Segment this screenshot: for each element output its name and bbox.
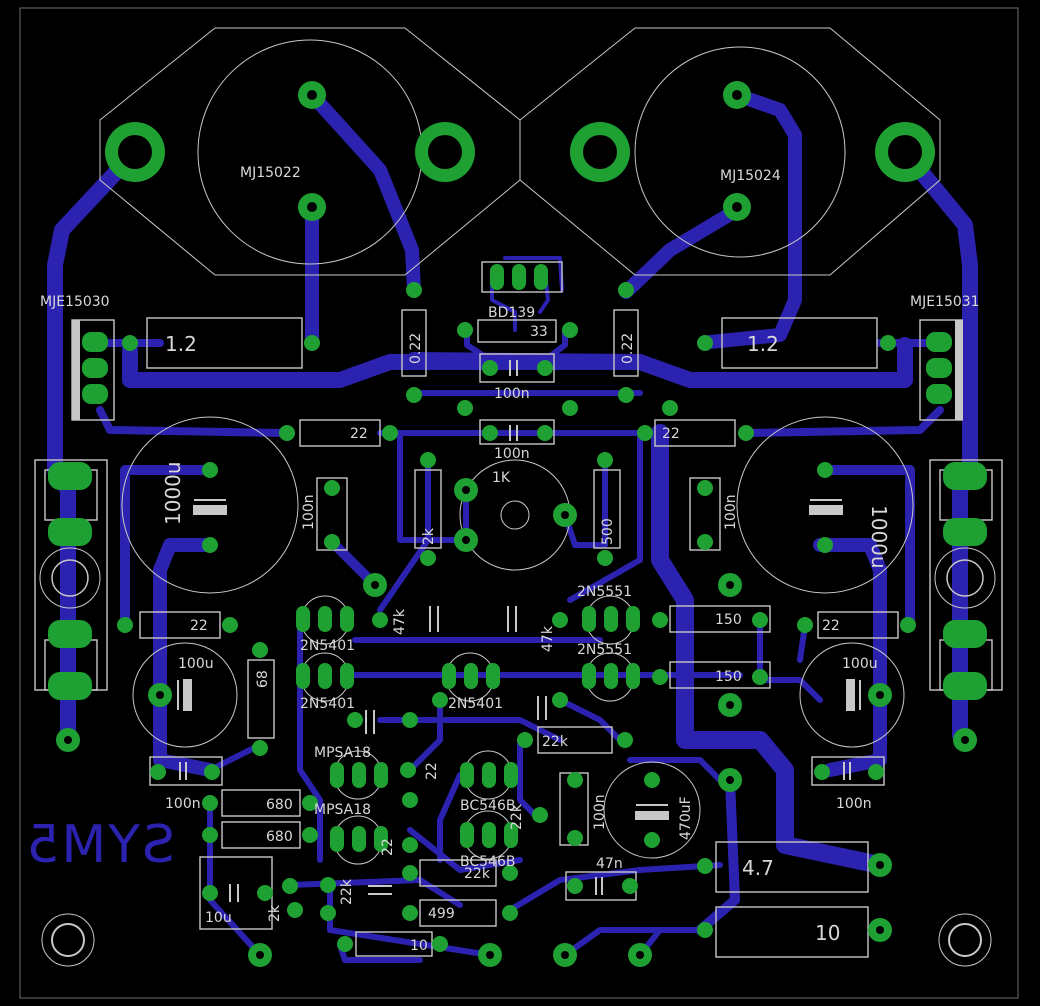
label-22k-right: 22k [542,734,569,750]
label-022-left: 0.22 [408,333,424,364]
label-mje15030: MJE15030 [40,294,110,310]
label-680-top: 680 [266,797,293,813]
label-1r2-right: 1.2 [747,332,779,356]
label-mj15024: MJ15024 [720,168,781,184]
label-100n-left-vert: 100n [301,494,317,530]
board-signature: SYM5 [24,815,175,875]
label-bc546b-top: BC546B [460,798,515,814]
label-22-vert-a: 22 [424,762,440,780]
label-47k-right: 47k [540,625,556,652]
label-22-vert-b: 22 [380,838,396,856]
label-47n: 47n [596,856,623,872]
label-mje15031: MJE15031 [910,294,980,310]
label-100n-center-vert: 100n [592,794,608,830]
label-22-left-mid: 22 [190,618,208,634]
label-1000u-left: 1000u [161,461,185,525]
label-2n5551-top: 2N5551 [577,584,632,600]
label-2n5401-top: 2N5401 [300,638,355,654]
label-100u-right: 100u [842,656,878,672]
label-68: 68 [255,670,271,688]
label-2n5401-center: 2N5401 [448,696,503,712]
label-10-small: 10 [410,938,428,954]
label-mpsa18-bottom: MPSA18 [314,802,371,818]
label-100n-left-low: 100n [165,796,201,812]
label-150-bottom: 150 [715,669,742,685]
label-mpsa18-top: MPSA18 [314,745,371,761]
label-100n-right-low: 100n [836,796,872,812]
label-22-left-top: 22 [350,426,368,442]
label-2k: 2k [421,527,437,545]
label-680-bottom: 680 [266,829,293,845]
label-47k-left: 47k [392,608,408,635]
label-022-right: 0.22 [620,333,636,364]
label-1000u-right: 1000u [867,505,891,569]
label-pot-1k: 1K [492,470,511,486]
label-bc546b-bottom: BC546B [460,854,515,870]
label-2k-small: 2k [267,904,283,922]
label-1r2-left: 1.2 [165,332,197,356]
board-outline [19,7,1019,999]
label-150-top: 150 [715,612,742,628]
label-4r7: 4.7 [742,856,774,880]
label-22-right-mid: 22 [822,618,840,634]
label-100n-top: 100n [494,386,530,402]
label-22k-low: 22k [464,866,491,882]
label-33: 33 [530,324,548,340]
label-22k-small: 22k [509,803,525,830]
label-bd139: BD139 [488,305,535,321]
label-500: 500 [600,518,616,545]
label-mj15022: MJ15022 [240,165,301,181]
label-22-right-top: 22 [662,426,680,442]
label-10u: 10u [205,910,232,926]
component-labels: MJ15022 MJ15024 MJE15030 MJE15031 BD139 … [24,165,979,954]
label-470uf: 470uF [678,796,694,840]
pads [48,81,987,967]
label-2n5401-mid: 2N5401 [300,696,355,712]
label-499: 499 [428,906,455,922]
label-100n-mid: 100n [494,446,530,462]
label-100n-right-vert: 100n [723,494,739,530]
polarity-marks [177,360,861,902]
label-22k-vert: 22k [339,878,355,905]
label-2n5551-bottom: 2N5551 [577,642,632,658]
label-100u-left: 100u [178,656,214,672]
label-10-big: 10 [815,921,840,945]
